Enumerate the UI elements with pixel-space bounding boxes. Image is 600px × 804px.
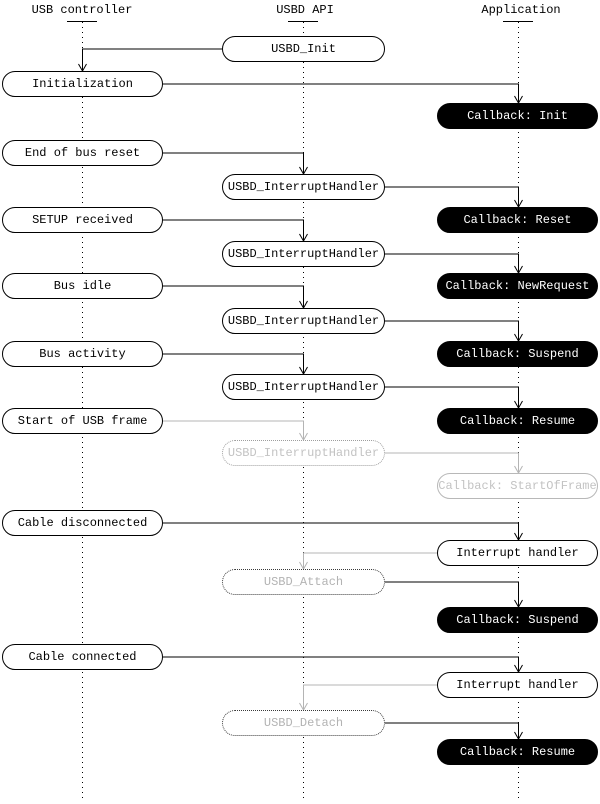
node-end-of-bus-reset: End of bus reset [2, 140, 163, 166]
edge-cabledisconnected-to-interrupthandler [163, 522, 519, 540]
node-start-of-usb-frame: Start of USB frame [2, 408, 163, 434]
edge-busreset-to-interrupthandler [163, 152, 304, 174]
node-callback-suspend: Callback: Suspend [437, 341, 598, 367]
node-cable-connected: Cable connected [2, 644, 163, 670]
edge-interrupthandler-to-callback-reset [385, 186, 519, 207]
edge-interrupthandler-to-callback-suspend [385, 320, 519, 341]
node-callback-reset: Callback: Reset [437, 207, 598, 233]
node-interrupt-handler: Interrupt handler [437, 540, 598, 566]
node-initialization: Initialization [2, 71, 163, 97]
edge-busactivity-to-interrupthandler [163, 353, 304, 374]
node-usbd-interrupthandler: USBD_InterruptHandler [222, 241, 385, 267]
column-header-application: Application [481, 3, 561, 17]
edge-busidle-to-interrupthandler [163, 285, 304, 308]
node-bus-idle: Bus idle [2, 273, 163, 299]
edge-cableconnected-to-interrupthandler [163, 656, 519, 672]
edge-setup-to-interrupthandler [163, 219, 304, 241]
node-usbd-attach: USBD_Attach [222, 569, 385, 595]
node-callback-resume: Callback: Resume [437, 739, 598, 765]
node-interrupt-handler: Interrupt handler [437, 672, 598, 698]
node-usbd-init: USBD_Init [222, 36, 385, 62]
node-callback-startofframe: Callback: StartOfFrame [437, 473, 598, 499]
column-header-usbd-api: USBD API [276, 3, 334, 17]
edge-interrupthandler-to-usbddetach [303, 684, 437, 710]
node-bus-activity: Bus activity [2, 341, 163, 367]
node-setup-received: SETUP received [2, 207, 163, 233]
node-callback-newrequest: Callback: NewRequest [437, 273, 598, 299]
edge-interrupthandler-to-callback-startofframe [385, 452, 519, 473]
edge-interrupthandler-to-callback-newrequest [385, 253, 519, 273]
node-usbd-detach: USBD_Detach [222, 710, 385, 736]
node-callback-init: Callback: Init [437, 103, 598, 129]
edge-initialization-to-callback-init [163, 83, 519, 103]
node-callback-suspend: Callback: Suspend [437, 607, 598, 633]
edge-startofframe-to-interrupthandler [163, 420, 304, 440]
edge-interrupthandler-to-callback-resume [385, 386, 519, 408]
edge-usbddetach-to-callback-resume [385, 722, 519, 739]
node-callback-resume: Callback: Resume [437, 408, 598, 434]
node-usbd-interrupthandler: USBD_InterruptHandler [222, 374, 385, 400]
edge-interrupthandler-to-usbdattach [303, 552, 437, 569]
edge-usbdattach-to-callback-suspend [385, 581, 519, 607]
node-usbd-interrupthandler: USBD_InterruptHandler [222, 174, 385, 200]
node-cable-disconnected: Cable disconnected [2, 510, 163, 536]
column-header-usb-controller: USB controller [31, 3, 133, 17]
node-usbd-interrupthandler: USBD_InterruptHandler [222, 308, 385, 334]
edge-usbdinit-to-initialization [82, 48, 222, 71]
node-usbd-interrupthandler-inactive: USBD_InterruptHandler [222, 440, 385, 466]
